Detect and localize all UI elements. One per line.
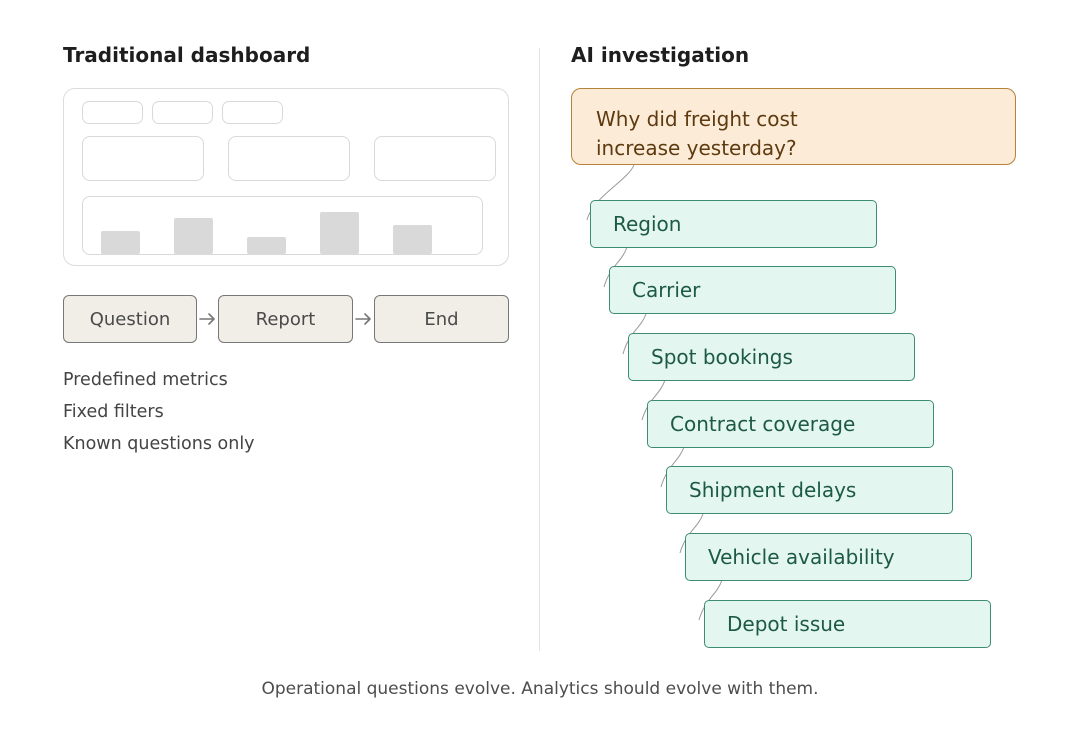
filter-pill <box>82 101 143 124</box>
flow-step-end: End <box>374 295 509 343</box>
placeholder-bar <box>101 231 140 254</box>
footer-caption: Operational questions evolve. Analytics … <box>261 679 819 699</box>
filter-pill <box>222 101 283 124</box>
investigation-step: Depot issue <box>704 600 991 648</box>
investigation-step: Vehicle availability <box>685 533 972 581</box>
question-line: increase yesterday? <box>596 136 797 160</box>
section-divider <box>539 48 540 651</box>
kpi-card <box>82 136 204 181</box>
feature-text: Predefined metrics <box>63 370 228 390</box>
question-box: Why did freight cost increase yesterday? <box>571 88 1016 165</box>
investigation-step: Region <box>590 200 877 248</box>
kpi-card <box>228 136 350 181</box>
placeholder-bar <box>393 225 432 254</box>
feature-text: Fixed filters <box>63 402 164 422</box>
feature-text: Known questions only <box>63 434 255 454</box>
question-line: Why did freight cost <box>596 107 798 131</box>
placeholder-bar <box>174 218 213 254</box>
placeholder-bar <box>247 237 286 254</box>
investigation-step: Contract coverage <box>647 400 934 448</box>
investigation-step: Shipment delays <box>666 466 953 514</box>
dashboard-heading: Traditional dashboard <box>63 43 311 67</box>
kpi-card <box>374 136 496 181</box>
investigation-step: Carrier <box>609 266 896 314</box>
placeholder-bar <box>320 212 359 254</box>
investigation-step: Spot bookings <box>628 333 915 381</box>
filter-pill <box>152 101 213 124</box>
flow-step-question: Question <box>63 295 197 343</box>
ai-heading: AI investigation <box>571 43 750 67</box>
arrow-right-icon <box>199 313 215 325</box>
arrow-right-icon <box>355 313 371 325</box>
flow-step-report: Report <box>218 295 353 343</box>
